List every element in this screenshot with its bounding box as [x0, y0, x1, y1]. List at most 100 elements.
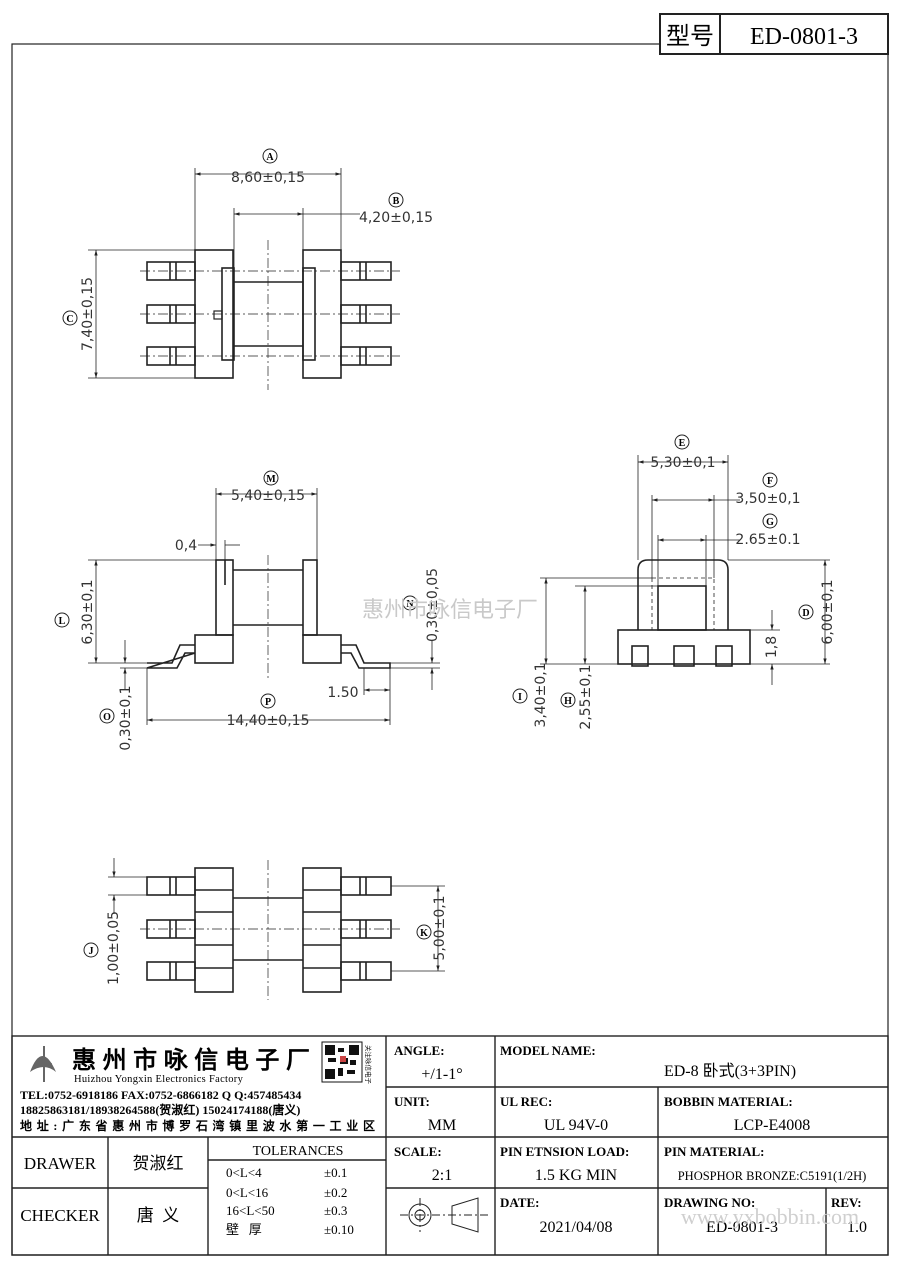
header-model-box: 型号 ED-0801-3 — [659, 13, 889, 55]
balloon-G-label: G — [766, 517, 774, 528]
scale-label: SCALE: — [394, 1144, 442, 1159]
header-model-number: ED-0801-3 — [750, 24, 858, 50]
dim-G-text: 2.65±0.1 — [735, 532, 800, 548]
balloon-O — [99, 708, 115, 724]
date-label: DATE: — [500, 1195, 539, 1210]
dim-G: G 2.65±0.1 — [735, 513, 801, 548]
balloon-F — [762, 472, 778, 488]
dim-B-text: 4,20±0,15 — [359, 210, 433, 226]
company-contact-1: TEL:0752-6918186 FAX:0752-6866182 Q Q:45… — [20, 1088, 301, 1102]
company-name-en: Huizhou Yongxin Electronics Factory — [74, 1074, 244, 1085]
pin-material-value: PHOSPHOR BRONZE:C5191(1/2H) — [678, 1169, 867, 1183]
dim-H: H 2,55±0,1 — [560, 664, 594, 730]
balloon-I — [512, 688, 528, 704]
scale-value: 2:1 — [432, 1167, 452, 1184]
dim-H-text: 2,55±0,1 — [578, 664, 594, 729]
ul-rec-value: UL 94V-0 — [544, 1117, 608, 1134]
bobbin-material-value: LCP-E4008 — [734, 1117, 810, 1134]
model-name-value: ED-8 卧式(3+3PIN) — [664, 1062, 796, 1080]
balloon-L — [54, 612, 70, 628]
dim-J-text: 1,00±0,05 — [106, 911, 122, 985]
tolerance-range: 壁 厚 — [226, 1222, 262, 1237]
dim-K-text: 5,00±0,1 — [432, 895, 448, 960]
dim-O: O 0,30±0,1 — [99, 685, 134, 751]
tolerance-range: 16<L<50 — [226, 1203, 275, 1218]
drawer-label: DRAWER — [24, 1154, 97, 1173]
ul-rec-label: UL REC: — [500, 1094, 552, 1109]
checker-label: CHECKER — [20, 1206, 100, 1225]
dim-F-text: 3,50±0,1 — [735, 491, 800, 507]
balloon-C-label: C — [66, 314, 73, 325]
balloon-J — [83, 942, 99, 958]
balloon-N-label: N — [406, 599, 414, 610]
end-view — [540, 455, 830, 685]
balloon-E-label: E — [679, 438, 686, 449]
dim-K: K 5,00±0,1 — [416, 895, 448, 961]
pin-material-label: PIN MATERIAL: — [664, 1144, 765, 1159]
angle-value: +/1-1° — [421, 1066, 462, 1083]
dim-I-text: 3,40±0,1 — [533, 662, 549, 727]
rev-label: REV: — [831, 1195, 862, 1210]
dim-N: N 0,30±0,05 — [402, 568, 441, 642]
balloon-B — [388, 192, 404, 208]
drawing-no-label: DRAWING NO: — [664, 1195, 755, 1210]
dim-A-text: 8,60±0,15 — [231, 170, 305, 186]
balloon-G — [762, 513, 778, 529]
company-name-cn: 惠州市咏信电子厂 — [72, 1046, 310, 1074]
balloon-M — [263, 470, 279, 486]
tolerances-label: TOLERANCES — [253, 1144, 344, 1159]
dim-B: B 4,20±0,15 — [359, 192, 433, 226]
title-block — [11, 1035, 889, 1256]
rev-value: 1.0 — [847, 1219, 867, 1236]
balloon-P-label: P — [265, 697, 271, 708]
dim-L-text: 6,30±0,1 — [80, 579, 96, 644]
tolerance-range: 0<L<4 — [226, 1165, 262, 1180]
tolerance-value: ±0.1 — [324, 1165, 347, 1180]
balloon-C — [62, 310, 78, 326]
pin-load-value: 1.5 KG MIN — [535, 1167, 618, 1184]
top-view — [88, 168, 400, 390]
balloon-F-label: F — [767, 476, 773, 487]
dim-D: D 6,00±0,1 — [798, 579, 836, 645]
date-value: 2021/04/08 — [540, 1219, 613, 1236]
watermark-url: www.yxbobbin.com — [681, 1204, 859, 1229]
model-name-label: MODEL NAME: — [500, 1043, 596, 1058]
tolerance-value: ±0.10 — [324, 1222, 354, 1237]
dim-M-text: 5,40±0,15 — [231, 488, 305, 504]
balloon-H — [560, 692, 576, 708]
dim-A: A 8,60±0,15 — [231, 148, 305, 186]
dim-E-text: 5,30±0,1 — [650, 455, 715, 471]
dim-O-text: 0,30±0,1 — [118, 685, 134, 750]
dim-150-text: 1.50 — [327, 685, 358, 701]
pin-load-label: PIN ETNSION LOAD: — [500, 1144, 629, 1159]
balloon-H-label: H — [564, 696, 572, 707]
balloon-N — [402, 595, 418, 611]
checker-name: 唐 义 — [137, 1205, 180, 1225]
company-logo — [30, 1046, 56, 1082]
balloon-A-label: A — [266, 152, 274, 163]
dim-E: E 5,30±0,1 — [650, 434, 716, 471]
watermark-text: 惠州市咏信电子厂 — [362, 597, 538, 622]
dim-D-text: 6,00±0,1 — [820, 579, 836, 644]
balloon-D — [798, 604, 814, 620]
dim-F: F 3,50±0,1 — [735, 472, 801, 507]
dim-04-text: 0,4 — [175, 538, 197, 554]
tolerance-range: 0<L<16 — [226, 1185, 269, 1200]
balloon-A — [262, 148, 278, 164]
dim-L: L 6,30±0,1 — [54, 579, 96, 645]
dim-P-text: 14,40±0,15 — [227, 713, 310, 729]
bobbin-material-label: BOBBIN MATERIAL: — [664, 1094, 793, 1109]
header-model-label: 型号 — [666, 23, 714, 50]
dim-P: P 14,40±0,15 — [227, 693, 310, 729]
company-address: 地址:广东省惠州市博罗石湾镇里波水第一工业区 — [20, 1118, 375, 1133]
dim-M: M 5,40±0,15 — [231, 470, 305, 504]
balloon-M-label: M — [266, 474, 276, 485]
qr-side-text: 关注咏信电子 — [364, 1045, 373, 1085]
side-view — [88, 488, 440, 725]
balloon-D-label: D — [802, 608, 809, 619]
unit-label: UNIT: — [394, 1094, 430, 1109]
balloon-P — [260, 693, 276, 709]
unit-value: MM — [428, 1117, 456, 1134]
balloon-L-label: L — [59, 616, 66, 627]
